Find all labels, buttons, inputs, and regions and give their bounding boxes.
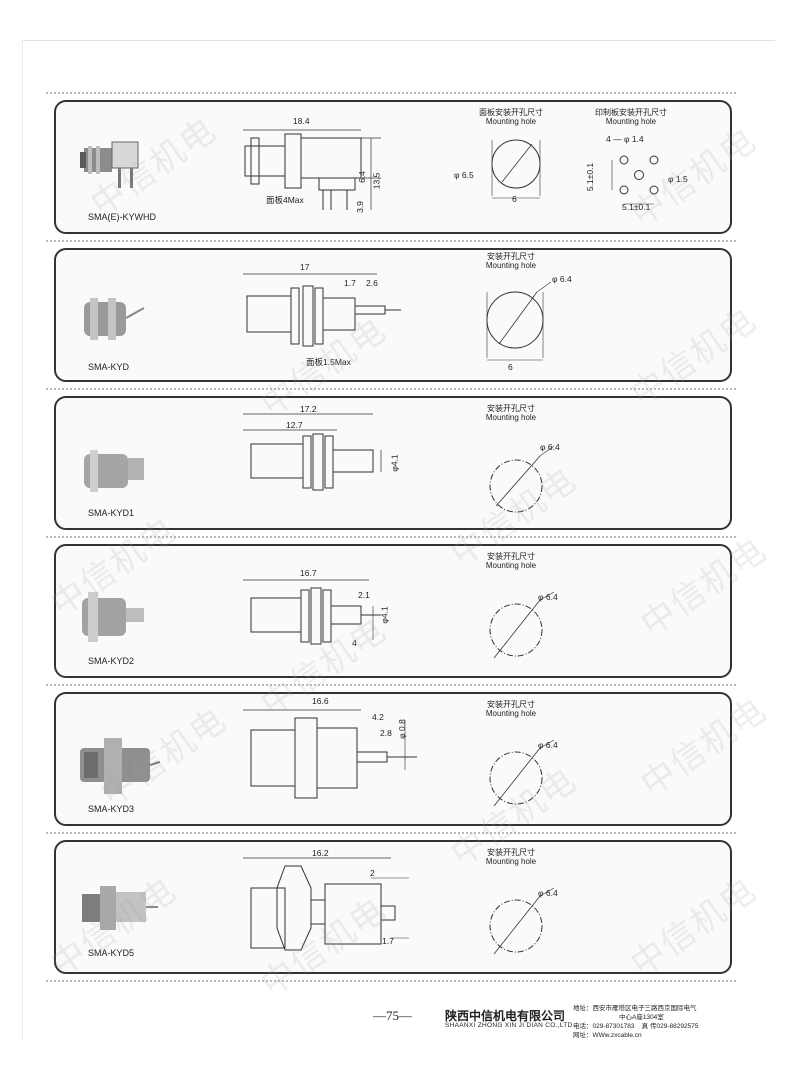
mounting-hole-caption-cn: 安装开孔尺寸 <box>487 700 535 709</box>
model-label: SMA-KYD <box>88 362 130 372</box>
hole-dim-label: φ 6.5 <box>454 170 474 180</box>
pcb-hole-caption-cn: 印制板安装开孔尺寸 <box>595 108 667 117</box>
mounting-hole-drawing <box>486 281 552 361</box>
connector-drawing-1 <box>243 129 381 210</box>
dotted-separator <box>46 684 736 692</box>
mounting-hole-caption-cn: 安装开孔尺寸 <box>487 552 535 561</box>
hole-dim-label: φ 6.4 <box>552 274 572 284</box>
product-panel-1: SMA(E)-KYWHD 18.4 6.4 13.5 3.9 面板4Max 面板… <box>54 100 732 234</box>
dim-label: 1.7 <box>344 278 356 288</box>
hole-dim-label: φ 6.4 <box>538 592 558 602</box>
mounting-hole-caption-cn: 面板安装开孔尺寸 <box>479 108 543 117</box>
page-frame <box>22 40 775 1041</box>
mounting-hole-caption-cn: 安装开孔尺寸 <box>487 252 535 261</box>
pcb-hole-drawing <box>611 155 659 205</box>
dotted-separator <box>46 536 736 544</box>
mounting-hole-drawing <box>491 139 541 199</box>
product-photo-sma-kyd5 <box>82 886 158 930</box>
dim-label: 4.2 <box>372 712 384 722</box>
hole-dim-label: φ 6.4 <box>538 740 558 750</box>
model-label: SMA-KYD1 <box>88 508 135 518</box>
dim-label: 16.7 <box>300 568 317 578</box>
dim-label: 17.2 <box>300 404 317 414</box>
dotted-separator <box>46 980 736 988</box>
dim-label: 1.7 <box>382 936 394 946</box>
connector-drawing-5 <box>243 709 417 799</box>
pcb-dim-label: 5.1±0.1 <box>585 162 596 192</box>
product-photo-sma-kyd <box>84 298 145 340</box>
address-line-2: 中心A座1304室 <box>619 1014 664 1021</box>
product-photo-sma-e-kywhd <box>80 141 139 188</box>
dim-label: 3.9 <box>354 201 365 213</box>
hole-dim-label: φ 6.4 <box>540 442 560 452</box>
dotted-separator <box>46 388 736 396</box>
pcb-dim-label: 4 — φ 1.4 <box>606 134 644 144</box>
product-photo-sma-kyd1 <box>84 450 144 492</box>
dim-label: 6.4 <box>356 171 367 183</box>
model-label: SMA(E)-KYWHD <box>88 212 156 222</box>
model-label: SMA-KYD3 <box>88 804 135 814</box>
product-panel-3: SMA-KYD1 17.2 12.7 φ4.1 安装开孔尺寸 Mounting … <box>54 396 732 530</box>
phone-fax-line: 电话：029-87301783 真 传029-88292575 <box>573 1022 698 1031</box>
company-name-cn: 陕西中信机电有限公司 <box>445 1009 566 1023</box>
dotted-separator <box>46 832 736 840</box>
pcb-dim-label: 5.1±0.1 <box>622 202 651 212</box>
fax: 真 传029-88292575 <box>641 1023 699 1030</box>
mounting-hole-drawing <box>489 445 555 513</box>
connector-drawing-6 <box>243 857 409 951</box>
product-panel-4: SMA-KYD2 16.7 2.1 φ4.1 4 安装开孔尺寸 Mounting… <box>54 544 732 678</box>
model-label: SMA-KYD5 <box>88 948 135 958</box>
connector-drawing-4 <box>243 579 381 645</box>
website: 网址：WWw.zxcable.cn <box>573 1032 642 1039</box>
dim-label: 2.1 <box>358 590 370 600</box>
model-label: SMA-KYD2 <box>88 656 135 666</box>
dim-label: 16.2 <box>312 848 329 858</box>
product-photo-sma-kyd2 <box>82 592 144 642</box>
connector-drawing-3 <box>243 413 382 491</box>
product-panel-2: SMA-KYD 17 1.7 2.6 面板1.5Max 安装开孔尺寸 Mount… <box>54 248 732 382</box>
dim-label: 面板1.5Max <box>306 357 351 367</box>
mounting-hole-caption-cn: 安装开孔尺寸 <box>487 404 535 413</box>
mounting-hole-caption-en: Mounting hole <box>485 709 537 718</box>
phone: 电话：029-87301783 <box>573 1023 635 1030</box>
hole-dim-label: φ 6.4 <box>538 888 558 898</box>
hole-dim-label: 6 <box>512 194 517 204</box>
mounting-hole-caption-en: Mounting hole <box>485 117 537 126</box>
dim-label: 17 <box>300 262 310 272</box>
pcb-dim-label: φ 1.5 <box>668 174 688 184</box>
dim-label: 2.8 <box>380 728 392 738</box>
dim-label: 面板4Max <box>266 195 304 205</box>
mounting-hole-caption-en: Mounting hole <box>485 561 537 570</box>
mounting-hole-caption-cn: 安装开孔尺寸 <box>487 848 535 857</box>
mounting-hole-drawing <box>489 887 555 955</box>
pcb-hole-caption-en: Mounting hole <box>605 117 657 126</box>
dim-label: φ 0.8 <box>396 719 407 739</box>
company-name-en: SHAANXI ZHONG XIN JI DIAN CO.,LTD <box>445 1022 573 1029</box>
dim-label: φ4.1 <box>379 606 390 624</box>
mounting-hole-caption-en: Mounting hole <box>485 857 537 866</box>
dim-label: 18.4 <box>293 116 310 126</box>
page-number: —75— <box>373 1008 412 1023</box>
mounting-hole-drawing <box>489 739 555 807</box>
hole-dim-label: 6 <box>508 362 513 372</box>
dim-label: 4 <box>352 638 357 648</box>
dim-label: 16.6 <box>312 696 329 706</box>
dim-label: 13.5 <box>371 172 382 190</box>
mounting-hole-drawing <box>489 591 555 659</box>
product-panel-6: SMA-KYD5 16.2 2 1.7 安装开孔尺寸 Mounting hole… <box>54 840 732 974</box>
mounting-hole-caption-en: Mounting hole <box>485 261 537 270</box>
product-photo-sma-kyd3 <box>80 738 160 794</box>
dim-label: 2.6 <box>366 278 378 288</box>
dotted-separator <box>46 240 736 248</box>
connector-drawing-2 <box>243 273 401 347</box>
dim-label: 2 <box>370 868 375 878</box>
address-line: 地址：西安市雁塔区电子三路西京国际电气 <box>573 1005 697 1012</box>
contact-info: 地址：西安市雁塔区电子三路西京国际电气 中心A座1304室 电话：029-873… <box>573 1004 698 1040</box>
product-panel-5: SMA-KYD3 16.6 4.2 2.8 φ 0.8 安装开孔尺寸 Mount… <box>54 692 732 826</box>
dotted-separator <box>46 92 736 100</box>
dim-label: 12.7 <box>286 420 303 430</box>
mounting-hole-caption-en: Mounting hole <box>485 413 537 422</box>
dim-label: φ4.1 <box>389 454 400 472</box>
